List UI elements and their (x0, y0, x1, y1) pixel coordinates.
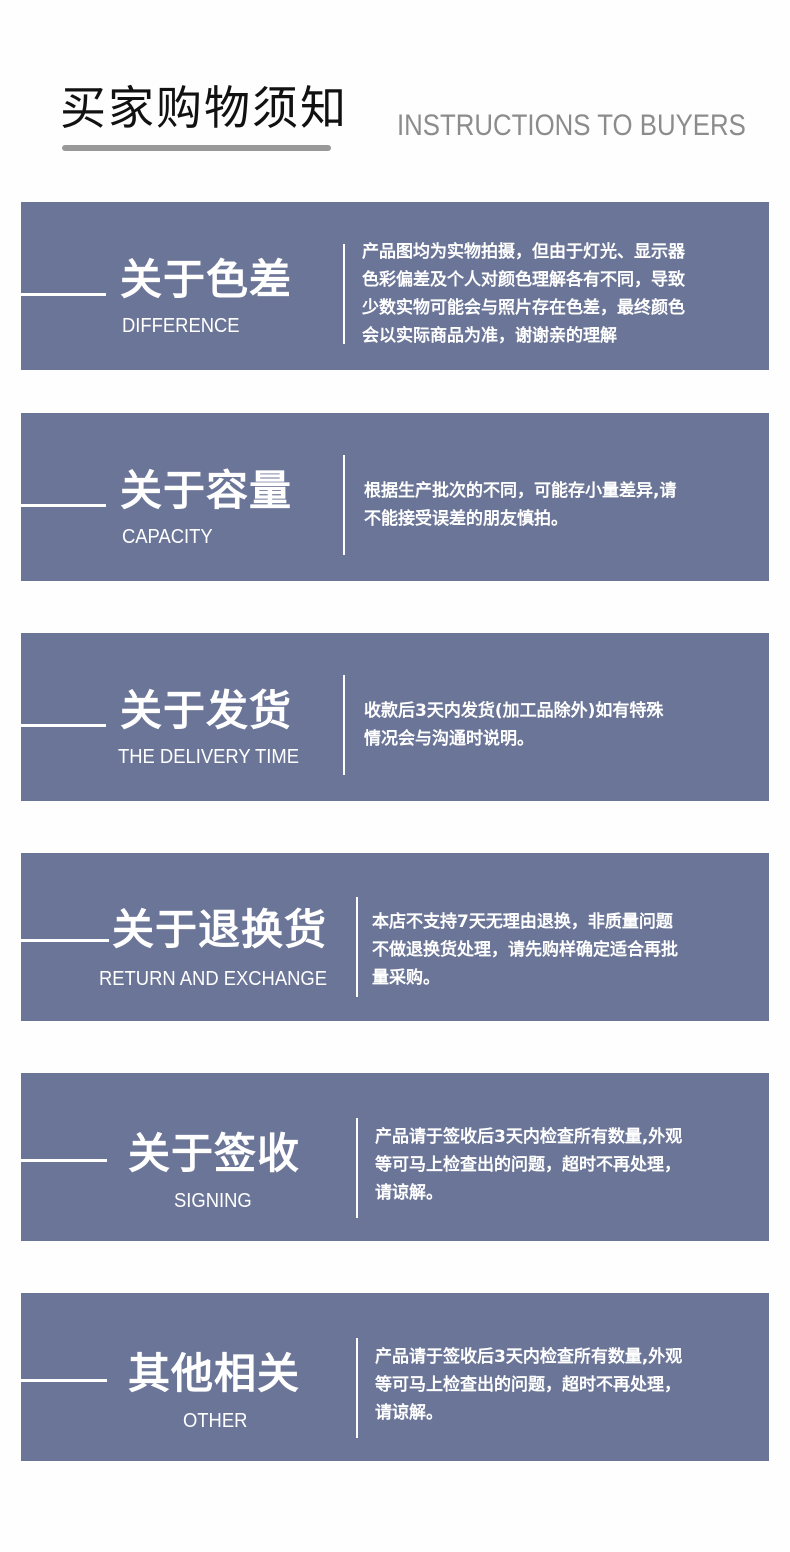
section-other: 其他相关 OTHER 产品请于签收后3天内检查所有数量,外观 等可马上检查出的问… (21, 1293, 769, 1461)
section-title: 关于容量 (120, 466, 293, 515)
description-line: 本店不支持7天无理由退换，非质量问题 (372, 912, 673, 932)
dash-line (21, 724, 106, 727)
description-line: 产品请于签收后3天内检查所有数量,外观 (375, 1127, 683, 1147)
section-description: 产品图均为实物拍摄，但由于灯光、显示器 色彩偏差及个人对颜色理解各有不同，导致 … (362, 238, 685, 350)
description-line: 收款后3天内发货(加工品除外)如有特殊 (364, 701, 664, 721)
description-line: 少数实物可能会与照片存在色差，最终颜色 (362, 298, 685, 318)
description-line: 不能接受误差的朋友慎拍。 (364, 509, 568, 529)
section-title: 其他相关 (128, 1349, 301, 1398)
dash-line (21, 504, 106, 507)
description-line: 根据生产批次的不同，可能存小量差异,请 (364, 481, 677, 501)
divider (356, 1338, 358, 1438)
section-title: 关于退换货 (112, 905, 328, 954)
divider (343, 675, 345, 775)
section-description: 根据生产批次的不同，可能存小量差异,请 不能接受误差的朋友慎拍。 (364, 477, 676, 533)
section-description: 产品请于签收后3天内检查所有数量,外观 等可马上检查出的问题，超时不再处理， 请… (375, 1123, 682, 1207)
page-title: 买家购物须知 (60, 81, 348, 135)
title-underline (62, 145, 331, 151)
section-description: 收款后3天内发货(加工品除外)如有特殊 情况会与沟通时说明。 (364, 697, 663, 753)
description-line: 等可马上检查出的问题，超时不再处理， (375, 1375, 681, 1395)
divider (356, 897, 358, 997)
dash-line (21, 1379, 107, 1382)
section-subtitle: OTHER (183, 1410, 248, 1432)
section-subtitle: SIGNING (174, 1190, 252, 1212)
description-line: 不做退换货处理，请先购样确定适合再批 (372, 940, 678, 960)
description-line: 产品请于签收后3天内检查所有数量,外观 (375, 1347, 683, 1367)
section-description: 产品请于签收后3天内检查所有数量,外观 等可马上检查出的问题，超时不再处理， 请… (375, 1343, 682, 1427)
section-signing: 关于签收 SIGNING 产品请于签收后3天内检查所有数量,外观 等可马上检查出… (21, 1073, 769, 1241)
section-difference: 关于色差 DIFFERENCE 产品图均为实物拍摄，但由于灯光、显示器 色彩偏差… (21, 202, 769, 370)
divider (343, 455, 345, 555)
section-description: 本店不支持7天无理由退换，非质量问题 不做退换货处理，请先购样确定适合再批 量采… (372, 908, 678, 992)
dash-line (21, 293, 106, 296)
dash-line (21, 1159, 107, 1162)
dash-line (21, 939, 109, 942)
section-title: 关于发货 (120, 686, 293, 735)
section-subtitle: DIFFERENCE (122, 315, 240, 337)
section-capacity: 关于容量 CAPACITY 根据生产批次的不同，可能存小量差异,请 不能接受误差… (21, 413, 769, 581)
description-line: 产品图均为实物拍摄，但由于灯光、显示器 (362, 242, 685, 262)
section-delivery: 关于发货 THE DELIVERY TIME 收款后3天内发货(加工品除外)如有… (21, 633, 769, 801)
page-subtitle: INSTRUCTIONS TO BUYERS (397, 109, 746, 142)
description-line: 请谅解。 (375, 1183, 443, 1203)
section-title: 关于签收 (128, 1129, 301, 1178)
divider (343, 244, 345, 344)
description-line: 请谅解。 (375, 1403, 443, 1423)
description-line: 等可马上检查出的问题，超时不再处理， (375, 1155, 681, 1175)
description-line: 色彩偏差及个人对颜色理解各有不同，导致 (362, 270, 685, 290)
section-return-exchange: 关于退换货 RETURN AND EXCHANGE 本店不支持7天无理由退换，非… (21, 853, 769, 1021)
section-subtitle: RETURN AND EXCHANGE (99, 968, 327, 990)
section-subtitle: THE DELIVERY TIME (118, 746, 299, 768)
description-line: 情况会与沟通时说明。 (364, 729, 534, 749)
description-line: 会以实际商品为准，谢谢亲的理解 (362, 326, 617, 346)
section-subtitle: CAPACITY (122, 526, 213, 548)
section-title: 关于色差 (120, 255, 293, 304)
description-line: 量采购。 (372, 968, 440, 988)
divider (356, 1118, 358, 1218)
